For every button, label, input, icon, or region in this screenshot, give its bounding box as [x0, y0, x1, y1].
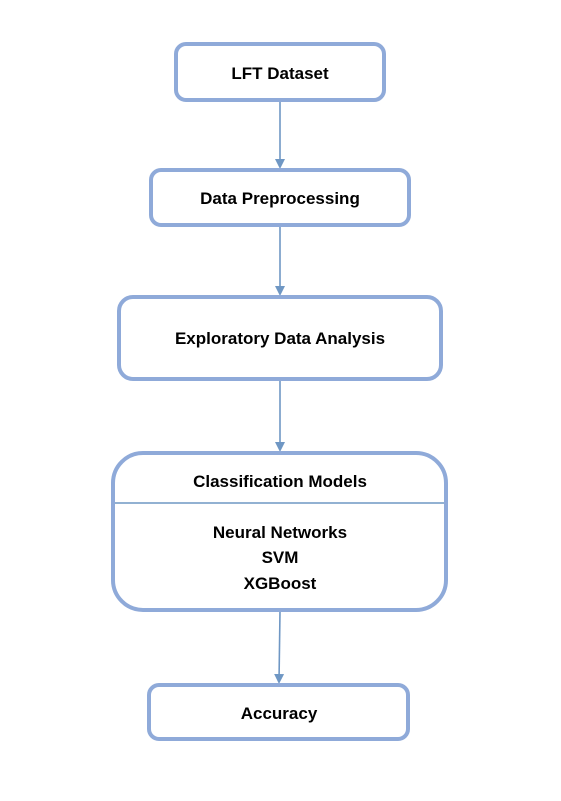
model-item: Neural Networks [213, 523, 347, 542]
node-exploratory-data-analysis: Exploratory Data Analysis [117, 295, 443, 381]
node-data-preprocessing-label: Data Preprocessing [200, 189, 360, 208]
node-classification-title: Classification Models [193, 472, 367, 491]
arrow-classification-to-accuracy [274, 610, 285, 684]
node-accuracy: Accuracy [147, 683, 410, 741]
model-item: XGBoost [244, 574, 317, 593]
node-lft-dataset-label: LFT Dataset [231, 64, 329, 83]
node-classification-models: Classification Models Neural Networks SV… [111, 451, 448, 612]
model-item: SVM [262, 548, 299, 567]
node-eda-label: Exploratory Data Analysis [175, 329, 385, 348]
node-accuracy-label: Accuracy [241, 704, 318, 723]
node-data-preprocessing: Data Preprocessing [149, 168, 411, 227]
node-lft-dataset: LFT Dataset [174, 42, 386, 102]
